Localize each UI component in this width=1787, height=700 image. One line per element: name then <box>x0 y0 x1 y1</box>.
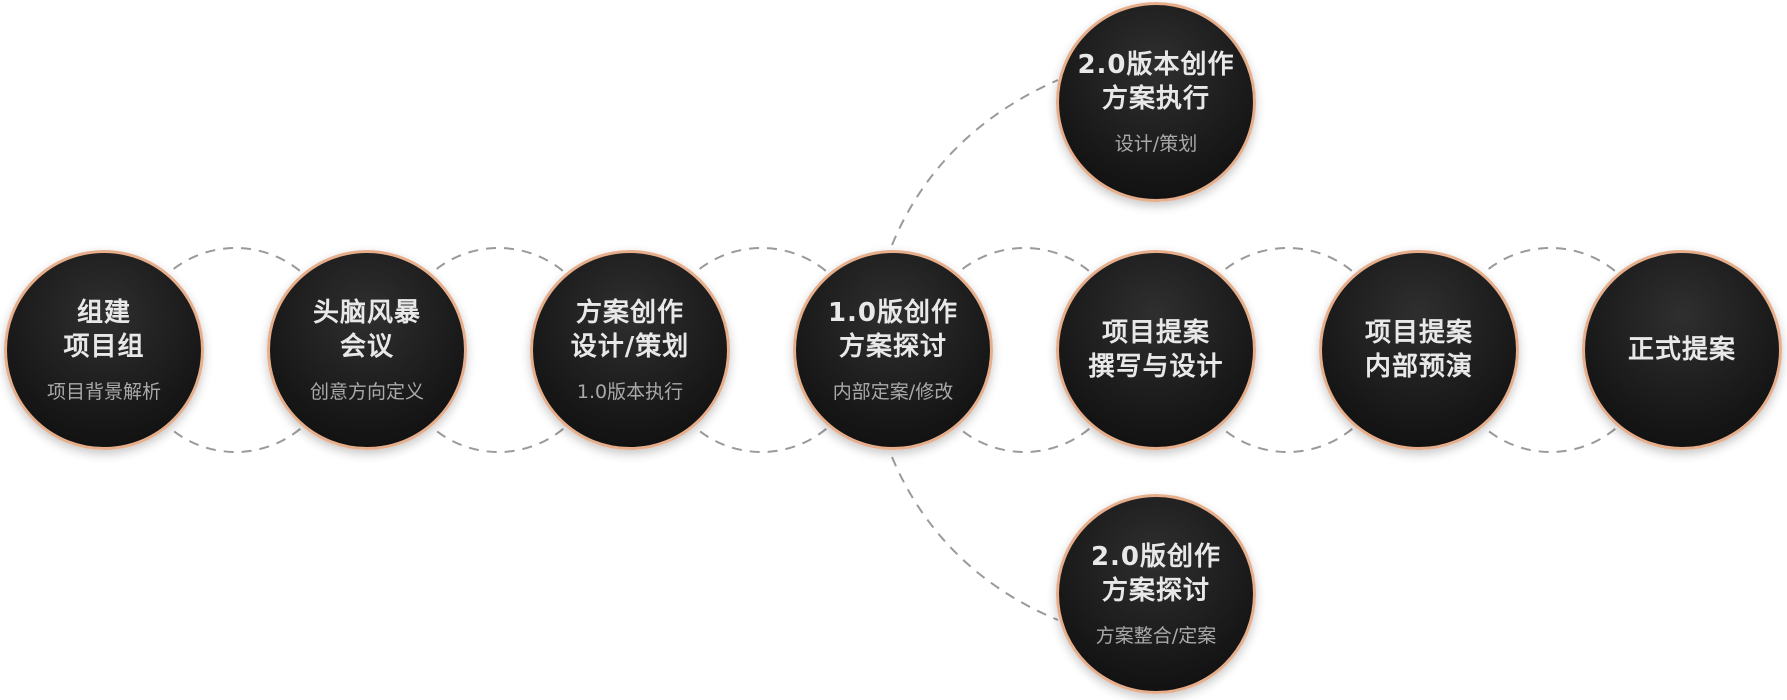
process-node-v1-discussion: 1.0版创作 方案探讨 内部定案/修改 <box>793 250 993 450</box>
node-subtitle: 创意方向定义 <box>309 381 424 403</box>
node-title-line: 方案执行 <box>1101 84 1210 114</box>
node-title-line: 项目提案 <box>1364 318 1473 348</box>
process-node-internal-rehearsal: 项目提案 内部预演 <box>1319 250 1519 450</box>
node-subtitle: 方案整合/定案 <box>1095 625 1217 647</box>
process-node-v2-execution: 2.0版本创作 方案执行 设计/策划 <box>1056 2 1256 202</box>
node-title-line: 组建 <box>76 298 131 328</box>
process-node-assemble-team: 组建 项目组 项目背景解析 <box>4 250 204 450</box>
node-title-line: 项目组 <box>63 332 145 362</box>
node-title-line: 2.0版本创作 <box>1077 50 1235 80</box>
node-subtitle: 1.0版本执行 <box>576 381 684 403</box>
node-title-line: 方案创作 <box>575 298 684 328</box>
process-node-v2-discussion: 2.0版创作 方案探讨 方案整合/定案 <box>1056 494 1256 694</box>
node-subtitle: 设计/策划 <box>1114 133 1198 155</box>
process-node-brainstorm-meeting: 头脑风暴 会议 创意方向定义 <box>267 250 467 450</box>
node-title-line: 设计/策划 <box>570 332 690 362</box>
node-subtitle: 内部定案/修改 <box>832 381 954 403</box>
node-title-line: 1.0版创作 <box>827 298 959 328</box>
node-title-line: 项目提案 <box>1101 318 1210 348</box>
node-title-line: 撰写与设计 <box>1088 352 1224 382</box>
branch-arc-upper <box>891 79 1059 246</box>
node-title-line: 方案探讨 <box>1101 576 1210 606</box>
node-title-line: 内部预演 <box>1364 352 1473 382</box>
process-node-design-planning: 方案创作 设计/策划 1.0版本执行 <box>530 250 730 450</box>
node-title-line: 方案探讨 <box>838 332 947 362</box>
node-subtitle: 项目背景解析 <box>46 381 161 403</box>
node-title-line: 会议 <box>339 332 394 362</box>
branch-arc-lower <box>891 456 1059 621</box>
node-title-line: 正式提案 <box>1627 335 1736 365</box>
node-title-line: 头脑风暴 <box>312 298 421 328</box>
node-title-line: 2.0版创作 <box>1090 542 1222 572</box>
process-node-proposal-writing: 项目提案 撰写与设计 <box>1056 250 1256 450</box>
process-node-formal-proposal: 正式提案 <box>1582 250 1782 450</box>
